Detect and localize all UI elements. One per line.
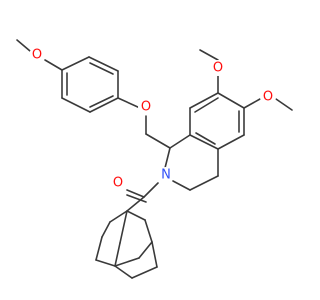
- adamantane-carbonyl: [95, 182, 159, 279]
- bond: [164, 147, 171, 169]
- oxygen-label: O: [213, 61, 223, 76]
- oxygen-label: O: [113, 176, 123, 191]
- bond: [172, 180, 191, 191]
- bond: [243, 98, 261, 109]
- bond: [61, 56, 90, 71]
- bond: [151, 241, 158, 268]
- bond: [89, 62, 114, 75]
- methoxyphenyl-group: [16, 39, 171, 149]
- bond: [126, 210, 146, 221]
- bond: [145, 133, 171, 149]
- chemical-structure: O O O O O N: [16, 39, 293, 279]
- oxygen-label: O: [141, 100, 151, 115]
- bond: [144, 219, 153, 243]
- bond: [89, 97, 119, 113]
- bond: [143, 182, 159, 198]
- bond: [275, 98, 293, 111]
- bond: [114, 257, 140, 267]
- bond: [117, 97, 141, 109]
- bond: [126, 196, 145, 212]
- nitrogen-label: N: [161, 168, 171, 183]
- isoquinoline-core: [164, 49, 293, 191]
- bond: [114, 242, 121, 267]
- bond: [189, 92, 219, 109]
- bond: [88, 56, 119, 72]
- bond: [195, 132, 216, 145]
- bond: [101, 221, 111, 238]
- bond: [126, 189, 145, 198]
- bond: [61, 97, 91, 113]
- bond: [95, 259, 116, 267]
- bond: [16, 39, 31, 52]
- bond: [89, 95, 114, 108]
- bond: [194, 97, 219, 113]
- bond: [109, 210, 128, 223]
- oxygen-label: O: [32, 48, 42, 63]
- bond: [199, 49, 219, 61]
- bond: [44, 59, 63, 71]
- bond: [126, 194, 147, 203]
- bond: [217, 92, 245, 109]
- bond: [131, 266, 158, 279]
- bond: [119, 210, 128, 244]
- bond: [169, 134, 191, 149]
- bond: [114, 265, 133, 279]
- bond: [138, 241, 153, 259]
- bond: [95, 236, 103, 261]
- bond: [189, 175, 219, 191]
- bond: [217, 134, 245, 150]
- atom-labels: O O O O O N: [29, 47, 276, 191]
- bond: [189, 134, 219, 150]
- oxygen-label: O: [263, 90, 273, 105]
